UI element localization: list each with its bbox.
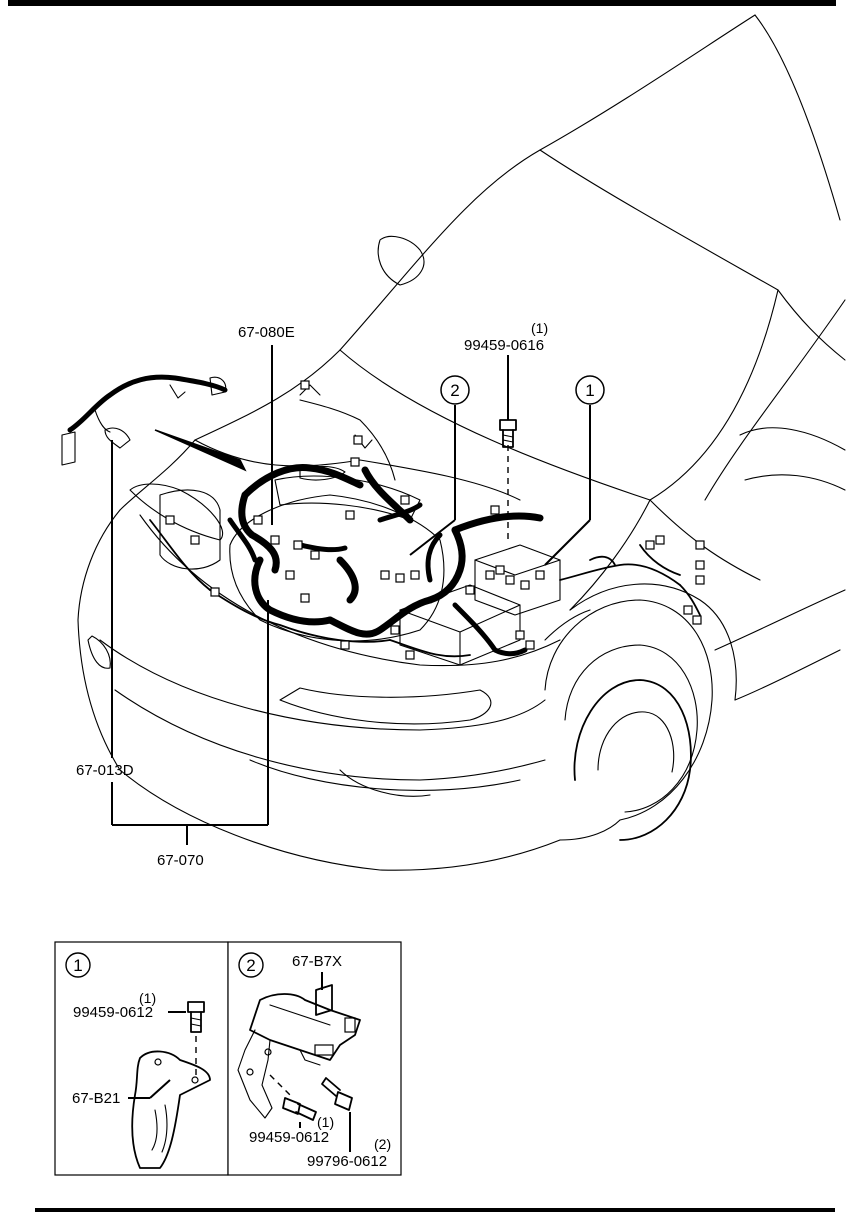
- detail-2-bolt1-part: 99459-0612: [249, 1129, 329, 1146]
- harness-connector: [485, 570, 495, 580]
- harness-connector: [490, 505, 500, 515]
- detail-1-bolt-part: 99459-0612: [73, 1004, 153, 1021]
- harness-connector: [345, 510, 355, 520]
- harness-connector: [293, 540, 303, 550]
- label-67-080E: 67-080E: [238, 324, 295, 341]
- harness-connector: [190, 535, 200, 545]
- car-body: [77, 14, 846, 871]
- harness-connector: [465, 585, 475, 595]
- harness-connector: [405, 650, 415, 660]
- harness-thin: [149, 384, 701, 658]
- harness-connector: [655, 535, 665, 545]
- harness-connector: [410, 570, 420, 580]
- callout-1: 1: [575, 375, 605, 405]
- detail-box-2: 2 67-B7X (1) 99459-0612 (2) 99796-0612: [227, 941, 402, 1176]
- harness-connector: [505, 575, 515, 585]
- connectors: [165, 380, 705, 660]
- detail-2-bolt1-qty: (1): [317, 1114, 334, 1130]
- leader-lines: [111, 345, 591, 845]
- top-rule: [8, 0, 836, 6]
- label-bolt-qty: (1): [531, 320, 548, 336]
- detail-2-bolt2-qty: (2): [374, 1136, 391, 1152]
- harness-connector: [645, 540, 655, 550]
- detail-1-number: 1: [73, 956, 82, 975]
- harness-connector: [695, 540, 705, 550]
- harness-connector: [165, 515, 175, 525]
- harness-connector: [353, 435, 363, 445]
- harness-connector: [520, 580, 530, 590]
- harness-connector: [683, 605, 693, 615]
- detail-box-1: 1 (1) 99459-0612 67-B21: [54, 941, 229, 1176]
- harness-connector: [515, 630, 525, 640]
- label-67-070: 67-070: [157, 852, 204, 869]
- harness-connector: [253, 515, 263, 525]
- harness-connector: [390, 625, 400, 635]
- callout-1-label: 1: [585, 381, 594, 400]
- harness-connector: [310, 550, 320, 560]
- engine-bay: [139, 439, 561, 667]
- pointer-arrow: [154, 429, 247, 472]
- harness-connector: [400, 495, 410, 505]
- harness-connector: [300, 380, 310, 390]
- harness-connector: [692, 615, 702, 625]
- hose-harness-part: [61, 374, 228, 466]
- detail-1-bolt-qty: (1): [139, 990, 156, 1006]
- label-67-013D: 67-013D: [76, 762, 134, 779]
- harness-connector: [525, 640, 535, 650]
- harness-connector: [395, 573, 405, 583]
- bolt-99459-0616: [499, 419, 517, 448]
- harness-connector: [535, 570, 545, 580]
- harness-connector: [210, 587, 220, 597]
- harness-connector: [695, 560, 705, 570]
- detail-2-bracket-part: 67-B7X: [292, 953, 342, 970]
- harness-connector: [285, 570, 295, 580]
- detail-2-bolt2-part: 99796-0612: [307, 1153, 387, 1170]
- harness-main: [227, 463, 544, 657]
- bottom-rule: [35, 1208, 835, 1212]
- harness-connector: [495, 565, 505, 575]
- harness-connector: [270, 535, 280, 545]
- harness-connector: [695, 575, 705, 585]
- harness-connector: [300, 593, 310, 603]
- callout-2-label: 2: [450, 381, 459, 400]
- callout-2: 2: [440, 375, 470, 405]
- harness-connector: [340, 640, 350, 650]
- detail-2-number: 2: [246, 956, 255, 975]
- harness-connector: [350, 457, 360, 467]
- detail-1-bracket-part: 67-B21: [72, 1090, 120, 1107]
- label-99459-0616: 99459-0616: [464, 337, 544, 354]
- harness-connector: [380, 570, 390, 580]
